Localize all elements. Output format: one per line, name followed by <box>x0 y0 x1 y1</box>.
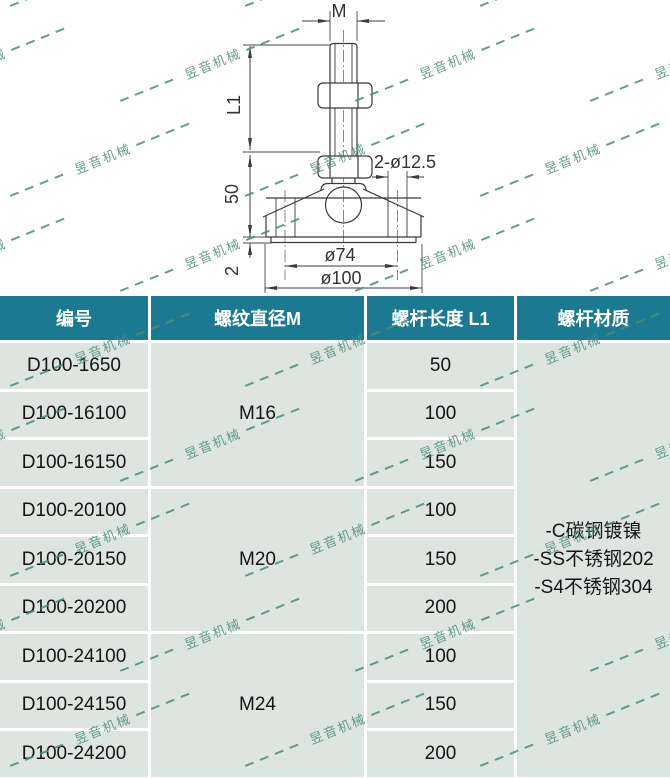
foot-schematic-svg: M L1 50 2 2-ø12.5 ø74 ø100 <box>222 1 436 293</box>
material-cell: -C碳钢镀镍 -SS不锈钢202 -S4不锈钢304 <box>517 343 670 777</box>
thread-group-m24: M24 <box>151 634 364 777</box>
part-number-cell: D100-20200 <box>0 585 148 631</box>
material-line: -S4不锈钢304 <box>534 576 653 598</box>
foot-outline <box>262 42 425 244</box>
screw-length-cell: 200 <box>367 731 514 777</box>
header-thread-diameter: 螺纹直径M <box>151 296 364 340</box>
dim-l1-label: L1 <box>224 95 244 115</box>
screw-length-cell: 150 <box>367 440 514 486</box>
dim-50-label: 50 <box>222 184 242 204</box>
screw-length-cell: 150 <box>367 682 514 728</box>
part-number-cell: D100-24150 <box>0 682 148 728</box>
spec-table: 编号 螺纹直径M 螺杆长度 L1 螺杆材质 D100-1650 M16 50 -… <box>0 296 670 779</box>
part-number-cell: D100-24200 <box>0 731 148 777</box>
screw-length-cell: 150 <box>367 537 514 583</box>
part-number-cell: D100-20100 <box>0 488 148 534</box>
part-number-cell: D100-24100 <box>0 634 148 680</box>
dim-2-label: 2 <box>222 266 242 276</box>
dim-d100-label: ø100 <box>320 268 361 288</box>
screw-length-cell: 50 <box>367 343 514 389</box>
dim-holes-label: 2-ø12.5 <box>374 152 436 172</box>
header-screw-material: 螺杆材质 <box>517 296 670 340</box>
screw-length-cell: 100 <box>367 391 514 437</box>
screw-length-cell: 100 <box>367 634 514 680</box>
thread-group-m20: M20 <box>151 488 364 631</box>
dimension-labels: M L1 50 2 2-ø12.5 ø74 ø100 <box>222 1 436 288</box>
part-number-cell: D100-1650 <box>0 343 148 389</box>
screw-length-cell: 100 <box>367 488 514 534</box>
leveling-foot-drawing: M L1 50 2 2-ø12.5 ø74 ø100 <box>0 0 670 296</box>
header-screw-length: 螺杆长度 L1 <box>367 296 514 340</box>
dim-d74-label: ø74 <box>324 245 355 265</box>
dim-m-label: M <box>332 1 347 21</box>
header-part-number: 编号 <box>0 296 148 340</box>
part-number-cell: D100-16100 <box>0 391 148 437</box>
thread-group-m16: M16 <box>151 343 364 486</box>
screw-length-cell: 200 <box>367 585 514 631</box>
material-line: -SS不锈钢202 <box>533 548 654 570</box>
part-number-cell: D100-20150 <box>0 537 148 583</box>
material-line: -C碳钢镀镍 <box>545 521 642 543</box>
part-number-cell: D100-16150 <box>0 440 148 486</box>
